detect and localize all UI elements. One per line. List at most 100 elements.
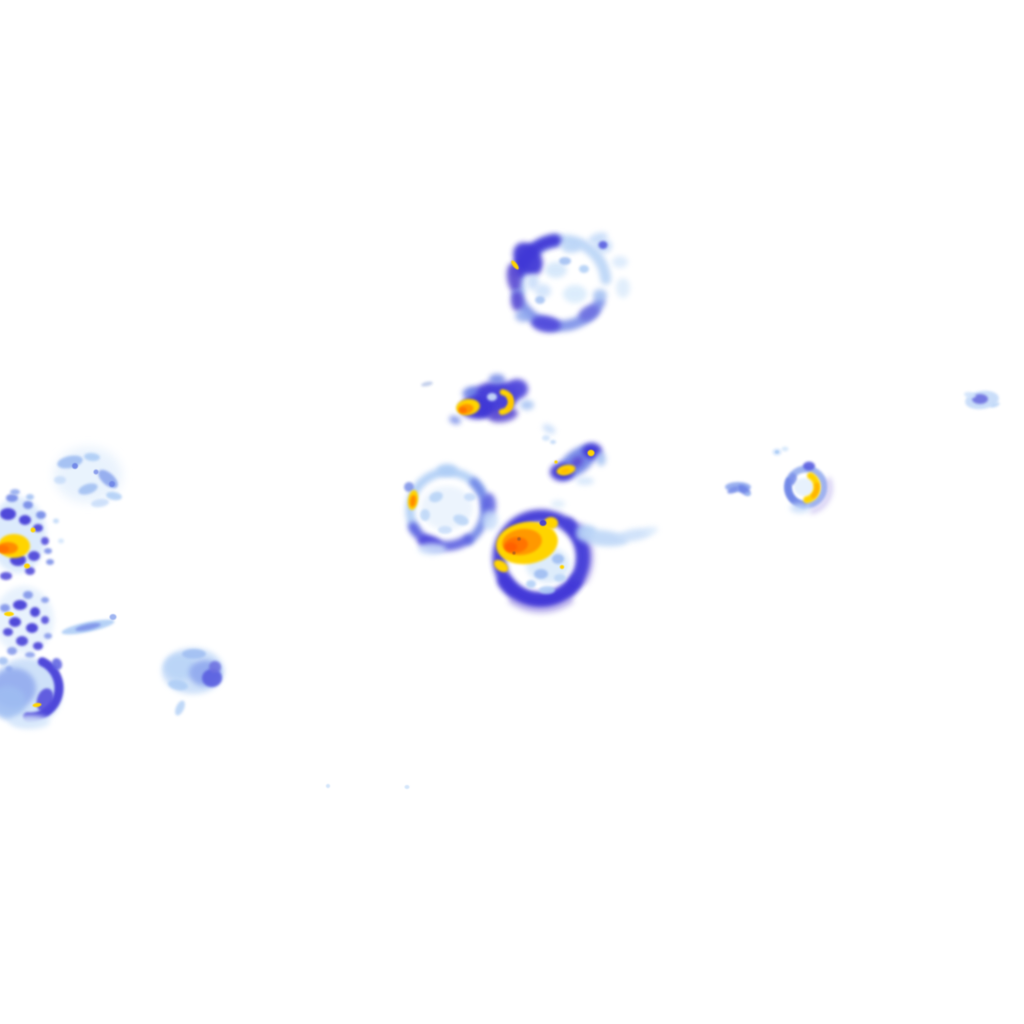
heatmap-spot bbox=[72, 463, 78, 469]
heatmap-spot bbox=[106, 491, 122, 501]
heatmap-spot bbox=[453, 514, 469, 526]
heatmap-spot bbox=[58, 538, 64, 544]
heatmap-spot bbox=[164, 654, 196, 680]
heatmap-spot bbox=[209, 661, 221, 673]
heatmap-spot bbox=[612, 256, 628, 268]
heatmap-spot bbox=[506, 263, 522, 293]
heatmap-spot bbox=[9, 617, 21, 627]
heatmap-spot bbox=[44, 633, 52, 639]
heatmap-spot bbox=[745, 492, 751, 496]
heatmap-spot bbox=[54, 476, 66, 484]
heatmap-spot bbox=[24, 563, 30, 569]
heatmap-spot bbox=[506, 395, 513, 412]
heatmap-spot bbox=[0, 686, 26, 718]
heatmap-spot bbox=[554, 460, 558, 464]
heatmap-spot bbox=[545, 262, 567, 278]
heatmap-spot bbox=[23, 501, 33, 509]
heatmap-spot bbox=[552, 554, 564, 564]
heatmap-spot bbox=[418, 543, 446, 555]
heatmap-spot bbox=[790, 503, 810, 513]
heatmap-spot bbox=[93, 469, 99, 475]
heatmap-spot bbox=[560, 468, 570, 474]
heatmap-spot bbox=[10, 489, 20, 495]
heatmap-spot bbox=[539, 586, 555, 594]
heatmap-spot bbox=[559, 257, 571, 265]
heatmap-spot bbox=[404, 785, 410, 789]
heatmap-spot bbox=[511, 291, 523, 311]
heatmap-spot bbox=[3, 628, 13, 636]
heatmap-spot bbox=[506, 379, 528, 399]
heatmap-spot bbox=[526, 580, 536, 588]
heatmap-spot bbox=[810, 482, 820, 499]
heatmap-spots-layer bbox=[0, 232, 1000, 789]
heatmap-spot bbox=[598, 241, 608, 249]
heatmap-spot bbox=[53, 518, 59, 524]
heatmap-spot bbox=[493, 559, 509, 573]
heatmap-spot bbox=[429, 491, 443, 503]
heatmap-spot bbox=[109, 614, 117, 620]
heatmap-spot bbox=[616, 278, 630, 298]
heatmap-spot bbox=[41, 597, 49, 603]
heatmap-spot bbox=[202, 669, 222, 687]
heatmap-spot bbox=[554, 574, 566, 582]
heatmap-spot bbox=[781, 446, 789, 452]
heatmap-spot bbox=[512, 551, 516, 555]
heatmap-spot bbox=[4, 611, 14, 617]
heatmap-spot bbox=[570, 456, 584, 468]
heatmap-spot bbox=[36, 688, 54, 712]
heatmap-spot bbox=[404, 482, 414, 492]
heatmap-spot bbox=[482, 510, 498, 530]
heatmap-spot bbox=[527, 274, 539, 290]
heatmap-spot bbox=[515, 310, 531, 322]
heatmap-spot bbox=[559, 565, 565, 569]
heatmap-spot bbox=[727, 486, 739, 494]
heatmap-spot bbox=[10, 715, 50, 729]
heatmap-spot bbox=[542, 435, 550, 441]
heatmap-spot bbox=[41, 537, 49, 545]
heatmap-spot bbox=[25, 567, 35, 575]
heatmap-spot bbox=[19, 515, 31, 525]
heatmap-spot bbox=[587, 449, 595, 457]
heatmap-spot bbox=[6, 494, 18, 502]
heatmap-spot bbox=[508, 597, 574, 614]
heatmap-spot bbox=[534, 569, 548, 579]
heatmap-spot bbox=[33, 642, 43, 650]
heatmap-spot bbox=[26, 494, 34, 500]
heatmap-spot bbox=[91, 498, 109, 508]
heatmap-spot bbox=[175, 700, 185, 716]
heatmap-spot bbox=[561, 241, 581, 253]
heatmap-spot bbox=[563, 517, 590, 583]
heatmap-spot bbox=[13, 600, 27, 610]
heatmap-spot bbox=[438, 526, 452, 534]
heatmap-spot bbox=[409, 495, 417, 507]
heatmap-spot bbox=[30, 607, 40, 617]
heatmap-spot bbox=[505, 542, 517, 552]
heatmap-spot bbox=[0, 586, 54, 654]
heatmap-spot bbox=[563, 285, 587, 303]
heatmap-spot bbox=[30, 527, 36, 533]
heatmap-spot bbox=[520, 400, 534, 410]
heatmap-spot bbox=[462, 386, 478, 398]
heatmap-spot bbox=[36, 511, 46, 519]
heatmap-spot bbox=[497, 574, 583, 607]
heatmap-spot bbox=[464, 493, 476, 501]
heatmap-spot bbox=[775, 450, 779, 454]
heatmap-spot bbox=[576, 529, 628, 547]
heatmap-spot bbox=[109, 481, 115, 487]
heatmap-spot bbox=[420, 509, 430, 521]
heatmap-spot bbox=[51, 658, 63, 670]
heatmap-spot bbox=[535, 284, 551, 298]
heatmap-spot bbox=[513, 242, 543, 276]
heatmap-spot bbox=[576, 477, 594, 485]
heatmap-spot bbox=[794, 478, 814, 496]
heatmap-spot bbox=[535, 296, 545, 304]
heatmap-spot bbox=[46, 559, 54, 565]
heatmap-spot bbox=[579, 265, 589, 273]
heatmap-spot bbox=[75, 623, 101, 631]
heatmap-spot bbox=[459, 407, 467, 413]
heatmap-spot bbox=[84, 452, 100, 462]
heatmap-spot bbox=[517, 537, 521, 541]
